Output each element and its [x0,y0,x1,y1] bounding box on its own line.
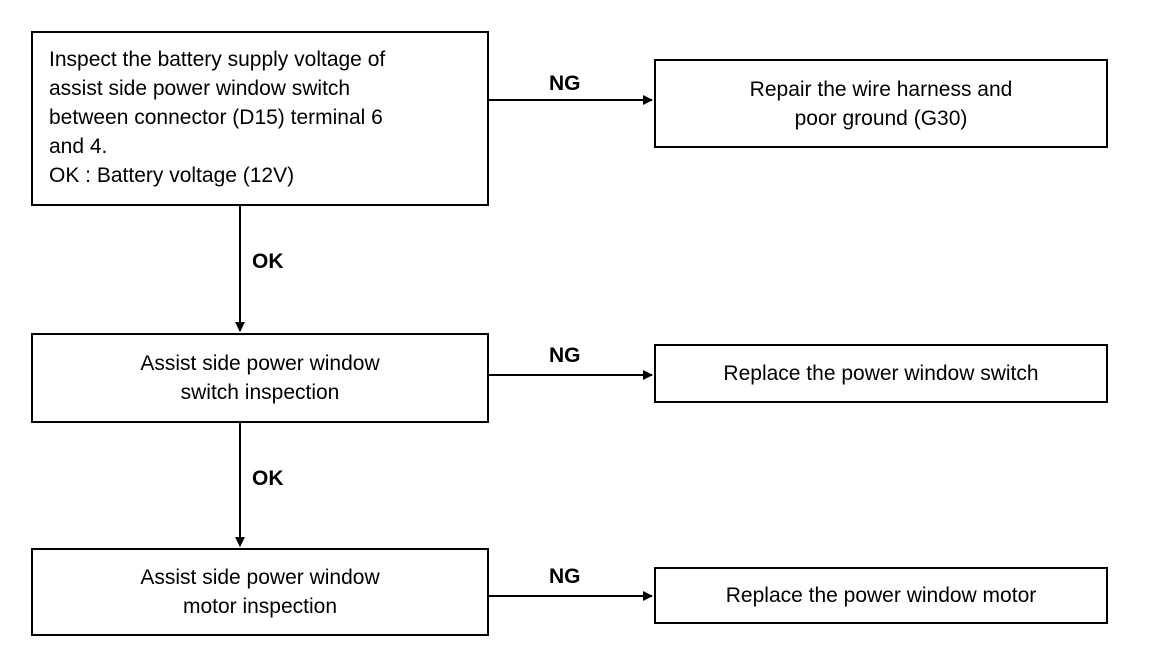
step1-line: assist side power window switch [49,77,351,100]
step2-box: Assist side power window switch inspecti… [31,333,489,423]
step2-line: switch inspection [180,381,340,404]
ok-label-2: OK [252,467,284,490]
step1-ng-action-line: poor ground (G30) [794,106,968,130]
step3-line: Assist side power window [140,566,380,589]
step1-ng-action-line: Repair the wire harness and [749,77,1013,101]
step3-ng-action-box: Replace the power window motor [654,567,1108,624]
step1-ng-action-box: Repair the wire harness and poor ground … [654,59,1108,148]
step1-text: Inspect the battery supply voltage of as… [49,45,385,190]
step1-line: between connector (D15) terminal 6 [49,106,383,129]
step3-line: motor inspection [182,595,338,618]
step3-box: Assist side power window motor inspectio… [31,548,489,636]
step2-line: Assist side power window [140,352,380,375]
ok-label-1: OK [252,250,284,273]
step1-line: and 4. [49,135,108,158]
step1-box: Inspect the battery supply voltage of as… [31,31,489,206]
step1-line: Inspect the battery supply voltage of [49,48,386,71]
ng-label-2: NG [549,344,581,367]
step2-ng-action-box: Replace the power window switch [654,344,1108,403]
step2-ng-action-line: Replace the power window switch [723,362,1039,385]
step2-text: Assist side power window switch inspecti… [140,349,379,407]
ng-label-3: NG [549,565,581,588]
step3-ng-action-text: Replace the power window motor [726,581,1037,610]
step1-line: OK : Battery voltage (12V) [49,164,295,187]
step2-ng-action-text: Replace the power window switch [723,359,1038,388]
ng-label-1: NG [549,72,581,95]
step3-text: Assist side power window motor inspectio… [140,563,379,621]
step3-ng-action-line: Replace the power window motor [725,584,1037,607]
step1-ng-action-text: Repair the wire harness and poor ground … [750,75,1013,133]
